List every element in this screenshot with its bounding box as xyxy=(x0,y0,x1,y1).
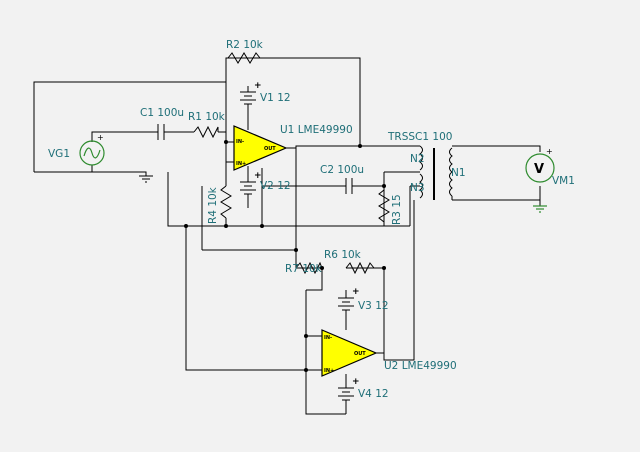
v1-plus-sign: + xyxy=(254,81,262,91)
label-v1: V1 12 xyxy=(260,92,291,104)
u2-pin-inp: IN+ xyxy=(324,368,334,374)
battery-v3[interactable] xyxy=(338,297,354,318)
resistor-r4[interactable] xyxy=(220,185,232,219)
ground-symbol-meter xyxy=(533,205,547,213)
label-vm1: VM1 xyxy=(552,175,575,187)
label-trssc1: TRSSC1 100 xyxy=(387,131,452,143)
label-c1: C1 100u xyxy=(140,107,184,119)
resistor-r7[interactable] xyxy=(295,261,323,275)
capacitor-c2[interactable] xyxy=(338,178,360,194)
u1-pin-inm: IN- xyxy=(236,139,244,145)
label-u2: U2 LME49990 xyxy=(384,360,457,372)
label-u1: U1 LME49990 xyxy=(280,124,353,136)
resistor-r3[interactable] xyxy=(378,189,390,223)
v4-plus-sign: + xyxy=(352,377,360,387)
resistor-r6[interactable] xyxy=(345,261,375,275)
label-v4: V4 12 xyxy=(358,388,389,400)
u1-pin-inp: IN+ xyxy=(236,161,246,167)
ground-symbol-left xyxy=(139,175,153,183)
battery-v4[interactable] xyxy=(338,387,354,404)
opamp-u1[interactable]: IN- IN+ OUT xyxy=(233,125,288,171)
battery-v2[interactable] xyxy=(240,181,256,200)
opamp-u2[interactable]: IN- IN+ OUT xyxy=(321,329,378,377)
label-n1: N1 xyxy=(451,167,466,179)
label-r7: R7 10k xyxy=(285,263,323,275)
junctions xyxy=(184,140,386,372)
label-r3: R3 15 xyxy=(391,194,403,225)
label-c2: C2 100u xyxy=(320,164,364,176)
capacitor-c1[interactable] xyxy=(150,124,173,140)
resistor-r1[interactable] xyxy=(193,125,219,139)
label-n2: N2 xyxy=(410,153,425,165)
label-r2: R2 10k xyxy=(226,39,264,51)
wires xyxy=(33,57,541,415)
label-n3: N3 xyxy=(410,182,425,194)
label-r1: R1 10k xyxy=(188,111,226,123)
u1-pin-out: OUT xyxy=(264,146,276,152)
label-vg1: VG1 xyxy=(48,148,70,160)
vg1-plus-sign: + xyxy=(97,133,104,142)
label-r6: R6 10k xyxy=(324,249,362,261)
label-v2: V2 12 xyxy=(260,180,291,192)
signal-generator-vg1[interactable]: + xyxy=(79,133,105,166)
voltmeter-vm1[interactable]: V + xyxy=(525,147,555,183)
label-v3: V3 12 xyxy=(358,300,389,312)
u2-pin-out: OUT xyxy=(354,351,366,357)
vm1-plus-sign: + xyxy=(546,147,553,156)
v3-plus-sign: + xyxy=(352,287,360,297)
resistor-r2[interactable] xyxy=(227,52,261,64)
v2-plus-sign: + xyxy=(254,171,262,181)
transformer-trssc1[interactable] xyxy=(419,145,453,200)
u2-pin-inm: IN- xyxy=(324,335,332,341)
battery-v1[interactable] xyxy=(240,91,256,110)
voltmeter-v-glyph: V xyxy=(534,162,544,177)
label-r4: R4 10k xyxy=(207,186,219,224)
